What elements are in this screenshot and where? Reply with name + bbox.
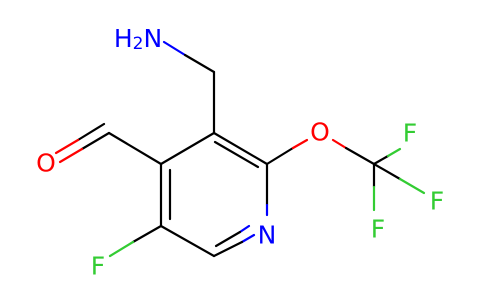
cf3-fluorine-top-label: F	[403, 119, 417, 148]
aldehyde-oxygen-label: O	[36, 149, 56, 178]
bond-n-ch2	[162, 40, 187, 57]
ring-fluorine-label: F	[91, 252, 105, 281]
bond-n1-c6	[212, 240, 244, 258]
cf3-fluorine-right-label: F	[430, 187, 444, 216]
amine-h: H	[114, 24, 133, 53]
amine-subscript: 2	[133, 34, 144, 54]
bond-ch2-n	[183, 53, 216, 74]
bond-cho-o-end	[58, 147, 84, 164]
bond-n1-c6-inner-start	[238, 224, 251, 234]
amine-label: H2N	[114, 24, 162, 55]
bond-n1-c6-start	[240, 233, 256, 244]
bond-cf3-f-top-end	[386, 147, 402, 158]
bond-o-cf3-start	[331, 138, 348, 150]
bond-cho-o	[80, 131, 111, 151]
bond-cf3-f-top	[372, 154, 390, 166]
bond-c6-c5	[159, 224, 216, 258]
ring-nitrogen-label: N	[258, 221, 277, 250]
bond-c2-o	[265, 146, 295, 166]
bond-n1-c6-inner	[214, 230, 242, 248]
bond-cho-o-double	[76, 122, 106, 142]
bond-cf3-f-right	[372, 162, 402, 181]
ether-oxygen-label: O	[310, 118, 330, 147]
bond-c5-f	[131, 224, 163, 244]
bond-c3-c2	[212, 131, 269, 166]
bond-cho-o-double-end	[54, 138, 80, 155]
bond-cf3-f-right-end	[398, 177, 426, 195]
bond-c5-f-end	[108, 240, 135, 258]
bond-o-cf3	[344, 146, 376, 166]
amine-n: N	[143, 24, 162, 53]
bond-c3-c2-inner	[213, 140, 260, 169]
bond-c4-cho	[107, 131, 163, 166]
bond-c2-o-end	[291, 138, 309, 150]
cf3-fluorine-bottom-label: F	[371, 215, 385, 244]
bond-c4-c3	[159, 131, 216, 166]
